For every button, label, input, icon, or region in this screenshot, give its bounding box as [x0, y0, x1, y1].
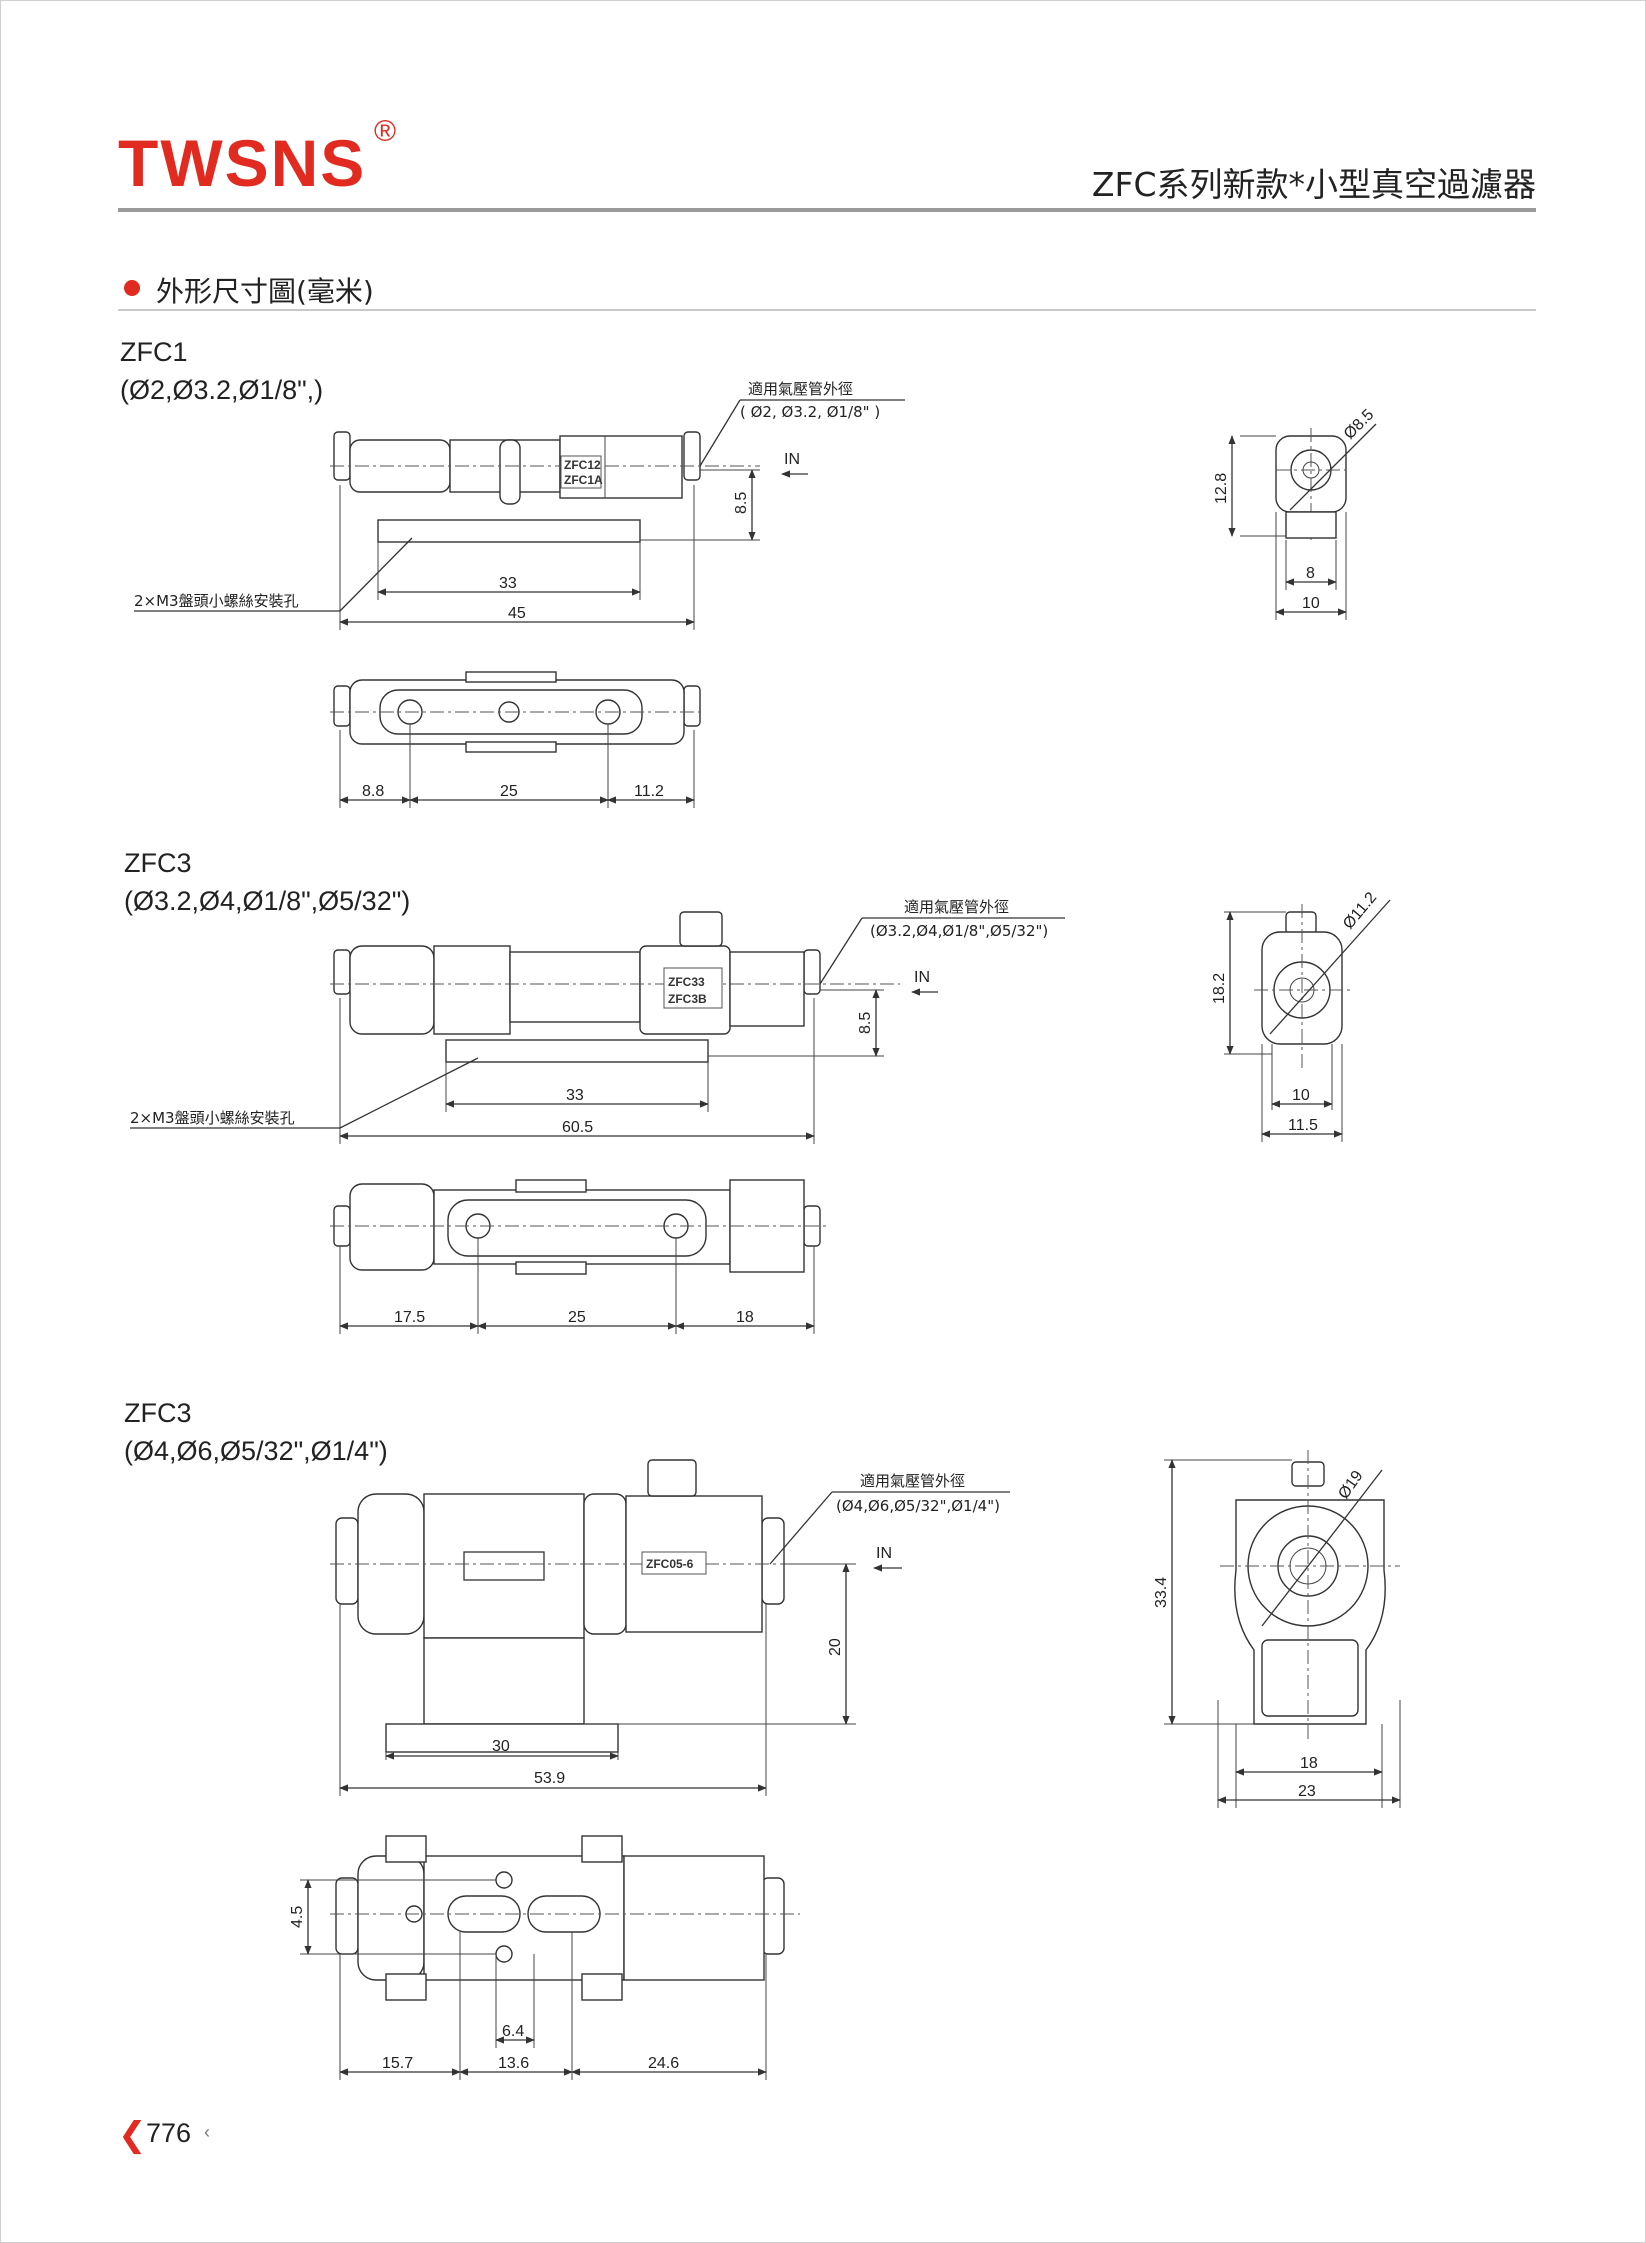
zfc1-mount-label: 2×M3盤頭小螺絲安裝孔: [134, 592, 299, 610]
zfc3s-tube-label: 適用氣壓管外徑: [904, 898, 1009, 916]
zfc1-body-mark-1: ZFC12: [564, 458, 601, 472]
zfc1-dim-mount-pitch: 33: [499, 575, 517, 592]
zfc3s-body-mark-2: ZFC3B: [668, 992, 707, 1006]
zfc3l-dim-width: 23: [1298, 1783, 1316, 1800]
zfc3s-dim-width: 11.5: [1288, 1117, 1318, 1134]
zfc3l-dim-side-height: 33.4: [1153, 1577, 1170, 1608]
zfc1-tube-label: 適用氣壓管外徑: [748, 380, 853, 398]
zfc1-side-view: Ø8.5 12.8 8 10: [1213, 406, 1377, 620]
zfc3l-dim-inner-width: 18: [1300, 1755, 1318, 1772]
zfc1-dim-top-left: 8.8: [362, 783, 384, 800]
brand-logo: TWSNS: [118, 126, 367, 200]
zfc3l-tube-sizes: (Ø4,Ø6,Ø5/32",Ø1/4"): [836, 1497, 1000, 1515]
zfc1-body-mark-2: ZFC1A: [564, 473, 603, 487]
zfc1-dim-dia: Ø8.5: [1341, 406, 1378, 443]
zfc3-small-front-view: ZFC33 ZFC3B 適用氣壓管外徑 (Ø3.2,Ø4,Ø1/8",Ø5/32…: [130, 898, 1065, 1144]
model-2-name: ZFC3: [124, 848, 192, 878]
zfc3s-dim-inner-width: 10: [1292, 1087, 1310, 1104]
model-2-sizes: (Ø3.2,Ø4,Ø1/8",Ø5/32"): [124, 885, 411, 916]
zfc1-tube-sizes: ( Ø2, Ø3.2, Ø1/8" ): [740, 403, 880, 421]
header-rule: [118, 208, 1536, 212]
zfc3l-dim-dia: Ø19: [1335, 1468, 1366, 1503]
zfc3s-in-label: IN: [914, 969, 930, 986]
model-3-header: ZFC3 (Ø4,Ø6,Ø5/32",Ø1/4"): [124, 1395, 388, 1471]
zfc3s-mount-label: 2×M3盤頭小螺絲安裝孔: [130, 1109, 295, 1127]
zfc3s-dim-top-right: 18: [736, 1309, 754, 1326]
zfc3l-in-label: IN: [876, 1545, 892, 1562]
zfc1-dim-top-middle: 25: [500, 783, 518, 800]
registered-mark: ®: [374, 115, 397, 148]
zfc3-large-front-view: ZFC05-6 適用氣壓管外徑 (Ø4,Ø6,Ø5/32",Ø1/4") IN …: [330, 1459, 1010, 1796]
zfc3l-tube-label: 適用氣壓管外徑: [860, 1472, 965, 1490]
zfc3s-dim-mount-pitch: 33: [566, 1087, 584, 1104]
zfc3s-dim-length: 60.5: [562, 1119, 593, 1136]
zfc3-large-top-view: 4.5 6.4 15.7 13.6 24.6: [289, 1835, 800, 2080]
zfc3l-dim-top-right: 24.6: [648, 2055, 679, 2072]
zfc3l-dim-height: 20: [827, 1638, 844, 1656]
zfc3s-dim-dia: Ø11.2: [1340, 889, 1380, 932]
zfc1-dim-length: 45: [508, 605, 526, 622]
zfc3l-dim-top-middle: 13.6: [498, 2055, 529, 2072]
section-bullet-icon: [124, 280, 140, 296]
zfc3s-body-mark-1: ZFC33: [668, 975, 705, 989]
model-2-header: ZFC3 (Ø3.2,Ø4,Ø1/8",Ø5/32"): [124, 845, 410, 921]
zfc1-top-view: 8.8 25 11.2: [330, 671, 701, 808]
zfc3-large-side-view: Ø19 33.4 18 23: [1153, 1450, 1401, 1808]
zfc1-dim-top-right: 11.2: [634, 783, 664, 800]
model-1-sizes: (Ø2,Ø3.2,Ø1/8",): [120, 374, 324, 405]
document-title: ZFC系列新款*小型真空過濾器: [1091, 165, 1536, 204]
section-rule: [118, 309, 1536, 311]
zfc3l-dim-length: 53.9: [534, 1770, 565, 1787]
prev-chevron-icon: ❮: [118, 2116, 147, 2154]
zfc3l-dim-top-offset: 4.5: [289, 1906, 306, 1928]
model-1-name: ZFC1: [120, 337, 188, 367]
zfc1-dim-width: 10: [1302, 595, 1320, 612]
model-3-sizes: (Ø4,Ø6,Ø5/32",Ø1/4"): [124, 1435, 388, 1466]
zfc3s-dim-side-height: 18.2: [1211, 973, 1228, 1004]
zfc1-in-label: IN: [784, 451, 800, 468]
zfc1-front-view: ZFC12 ZFC1A 適用氣壓管外徑 ( Ø2, Ø3.2, Ø1/8" ) …: [134, 380, 905, 630]
zfc1-dim-height: 8.5: [733, 492, 750, 514]
zfc3s-dim-top-middle: 25: [568, 1309, 586, 1326]
section-title: 外形尺寸圖(毫米): [156, 275, 374, 308]
zfc3-small-side-view: Ø11.2 18.2 10 11.5: [1211, 889, 1391, 1142]
model-3-name: ZFC3: [124, 1398, 192, 1428]
zfc1-dim-inner-width: 8: [1306, 565, 1315, 582]
zfc1-dim-side-height: 12.8: [1213, 473, 1230, 504]
page-number: 776: [146, 2118, 192, 2148]
zfc3l-dim-top-left: 15.7: [382, 2055, 413, 2072]
zfc3s-dim-top-left: 17.5: [394, 1309, 425, 1326]
zfc3l-dim-mount-pitch: 30: [492, 1738, 510, 1755]
zfc3s-tube-sizes: (Ø3.2,Ø4,Ø1/8",Ø5/32"): [870, 922, 1048, 940]
zfc3s-dim-height: 8.5: [857, 1012, 874, 1034]
zfc3-small-top-view: 17.5 25 18: [330, 1179, 830, 1334]
zfc3l-body-mark-1: ZFC05-6: [646, 1557, 694, 1571]
next-chevron-icon: ‹: [204, 2122, 210, 2142]
model-1-header: ZFC1 (Ø2,Ø3.2,Ø1/8",): [120, 334, 323, 410]
zfc3l-dim-top-slot: 6.4: [502, 2023, 524, 2040]
